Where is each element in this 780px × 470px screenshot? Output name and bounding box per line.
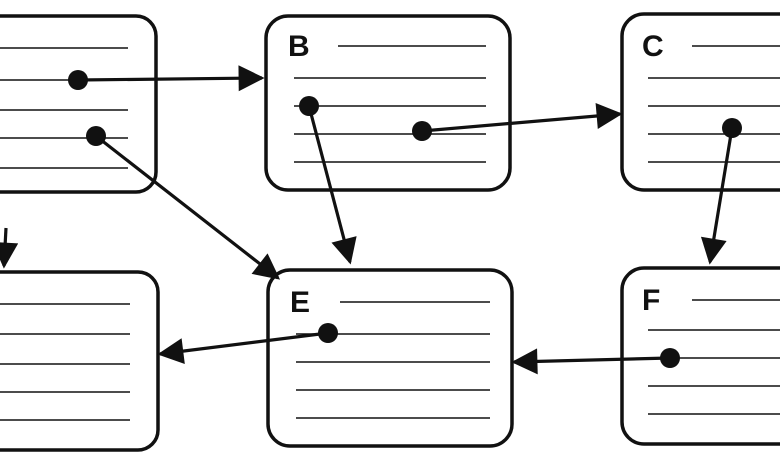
node-f-label: F: [642, 284, 660, 317]
pointer-dot-e1: [318, 323, 338, 343]
node-f: F: [620, 266, 780, 446]
node-e: E: [266, 268, 514, 448]
edge-b-to-c: [421, 103, 623, 133]
pointer-dot-c1: [722, 118, 742, 138]
node-c: C: [620, 12, 780, 192]
pointer-dot-b2: [412, 121, 432, 141]
pointer-dot-f1: [660, 348, 680, 368]
edge-a-to-b: [77, 65, 265, 92]
edge-a-to-e: [95, 134, 281, 280]
edge-b-to-e: [307, 105, 357, 265]
node-b: B: [264, 14, 512, 192]
edge-incoming-to-d: [0, 227, 19, 269]
node-e-label: E: [290, 286, 310, 319]
pointer-dot-a2: [86, 126, 106, 146]
edge-c-to-f: [700, 127, 734, 265]
pointer-dot-b1: [299, 96, 319, 116]
node-d: [0, 270, 160, 452]
node-a: [0, 14, 158, 194]
node-b-label: B: [288, 30, 310, 63]
edge-e-to-d: [157, 331, 329, 364]
edge-f-to-e: [511, 348, 671, 375]
pointer-dot-a1: [68, 70, 88, 90]
node-c-label: C: [642, 30, 664, 63]
